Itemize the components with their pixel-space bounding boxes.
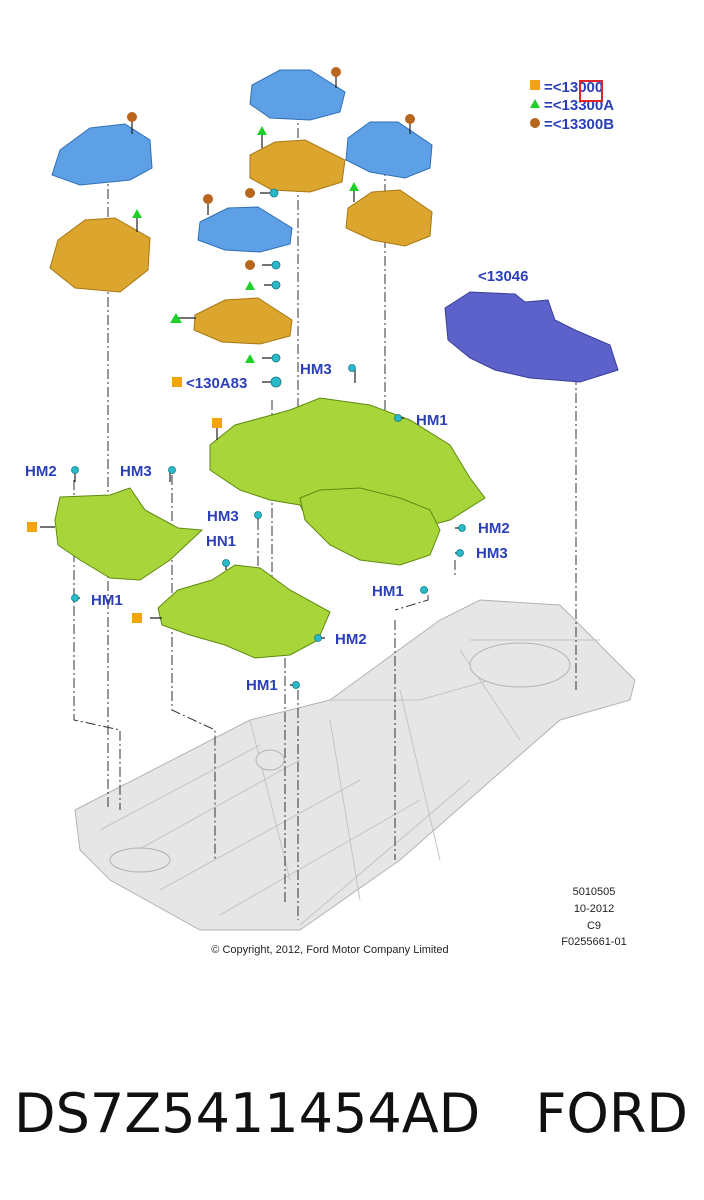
clip-icon (394, 414, 402, 422)
callout-hm3: HM3 (300, 361, 332, 378)
callout-hm1: HM1 (416, 412, 448, 429)
circle-marker (127, 112, 137, 122)
carpets (54, 397, 486, 659)
clip-icon (271, 353, 281, 363)
clip-icon (348, 364, 356, 372)
clip-icon (292, 681, 300, 689)
square-marker (27, 522, 37, 532)
callout-hm1: HM1 (246, 677, 278, 694)
callout-insulator: <13046 (478, 268, 528, 285)
alignment-lines (73, 110, 577, 920)
legend-square-text: =<13000 (544, 79, 603, 96)
callout-hm2: HM2 (478, 520, 510, 537)
clip-icon (456, 549, 464, 557)
callout-hm3: HM3 (476, 545, 508, 562)
square-marker (172, 377, 182, 387)
circle-marker (203, 194, 213, 204)
circle-marker (245, 260, 255, 270)
callout-hm2: HM2 (25, 463, 57, 480)
part-number: DS7Z5411454AD (14, 1081, 481, 1145)
floor-pan (74, 599, 636, 931)
triangle-marker (245, 354, 255, 363)
clips (71, 188, 466, 689)
rear-insulator (444, 291, 619, 383)
clip-icon (254, 511, 262, 519)
clip-icon (269, 188, 279, 198)
clip-icon (270, 376, 282, 388)
triangle-marker (132, 209, 142, 218)
circle-marker (405, 114, 415, 124)
callout-130a83: <130A83 (186, 375, 247, 392)
circle-marker (245, 188, 255, 198)
triangle-marker (257, 126, 267, 135)
drawing-meta: 5010505 10-2012 C9 F0255661-01 © Copyrig… (211, 886, 626, 956)
clip-icon (71, 594, 79, 602)
triangle-marker (170, 313, 182, 323)
clip-icon (458, 524, 466, 532)
parts-diagram: =<13000 =<13300A =<13300B <13046 <130A83… (25, 67, 636, 956)
callout-hm2: HM2 (335, 631, 367, 648)
brand-name: FORD (535, 1081, 688, 1145)
triangle-marker (349, 182, 359, 191)
triangle-markers (132, 126, 359, 363)
square-marker (132, 613, 142, 623)
legend-circle-text: =<13300B (544, 116, 614, 133)
clip-icon (271, 260, 281, 270)
drawing-number: 5010505 (573, 886, 616, 898)
triangle-marker (245, 281, 255, 290)
highlight-box (579, 80, 603, 102)
callout-hm1: HM1 (372, 583, 404, 600)
clip-icon (420, 586, 428, 594)
clip-icon (222, 559, 230, 567)
clip-icon (168, 466, 176, 474)
part-caption: DS7Z5411454AD FORD (0, 1068, 704, 1158)
callout-labels: <13046 <130A83 HM3 HM1 HM2 HM3 HM3 HM2 H… (25, 268, 528, 694)
clip-icon (271, 280, 281, 290)
legend-triangle-icon (530, 99, 540, 108)
clip-icon (71, 466, 79, 474)
floor-mats (49, 69, 433, 345)
legend: =<13000 =<13300A =<13300B (530, 79, 614, 133)
drawing-date: 10-2012 (574, 903, 614, 915)
legend-circle-icon (530, 118, 540, 128)
drawing-revision: C9 (587, 920, 601, 932)
clip-icon (314, 634, 322, 642)
callout-hm3: HM3 (120, 463, 152, 480)
callout-hm3: HM3 (207, 508, 239, 525)
callout-hm1: HM1 (91, 592, 123, 609)
circle-markers (127, 67, 415, 270)
callout-hn1: HN1 (206, 533, 236, 550)
square-marker (212, 418, 222, 428)
legend-square-icon (530, 80, 540, 90)
copyright: © Copyright, 2012, Ford Motor Company Li… (211, 944, 448, 956)
square-markers (27, 377, 222, 623)
figure-id: F0255661-01 (561, 936, 626, 948)
circle-marker (331, 67, 341, 77)
